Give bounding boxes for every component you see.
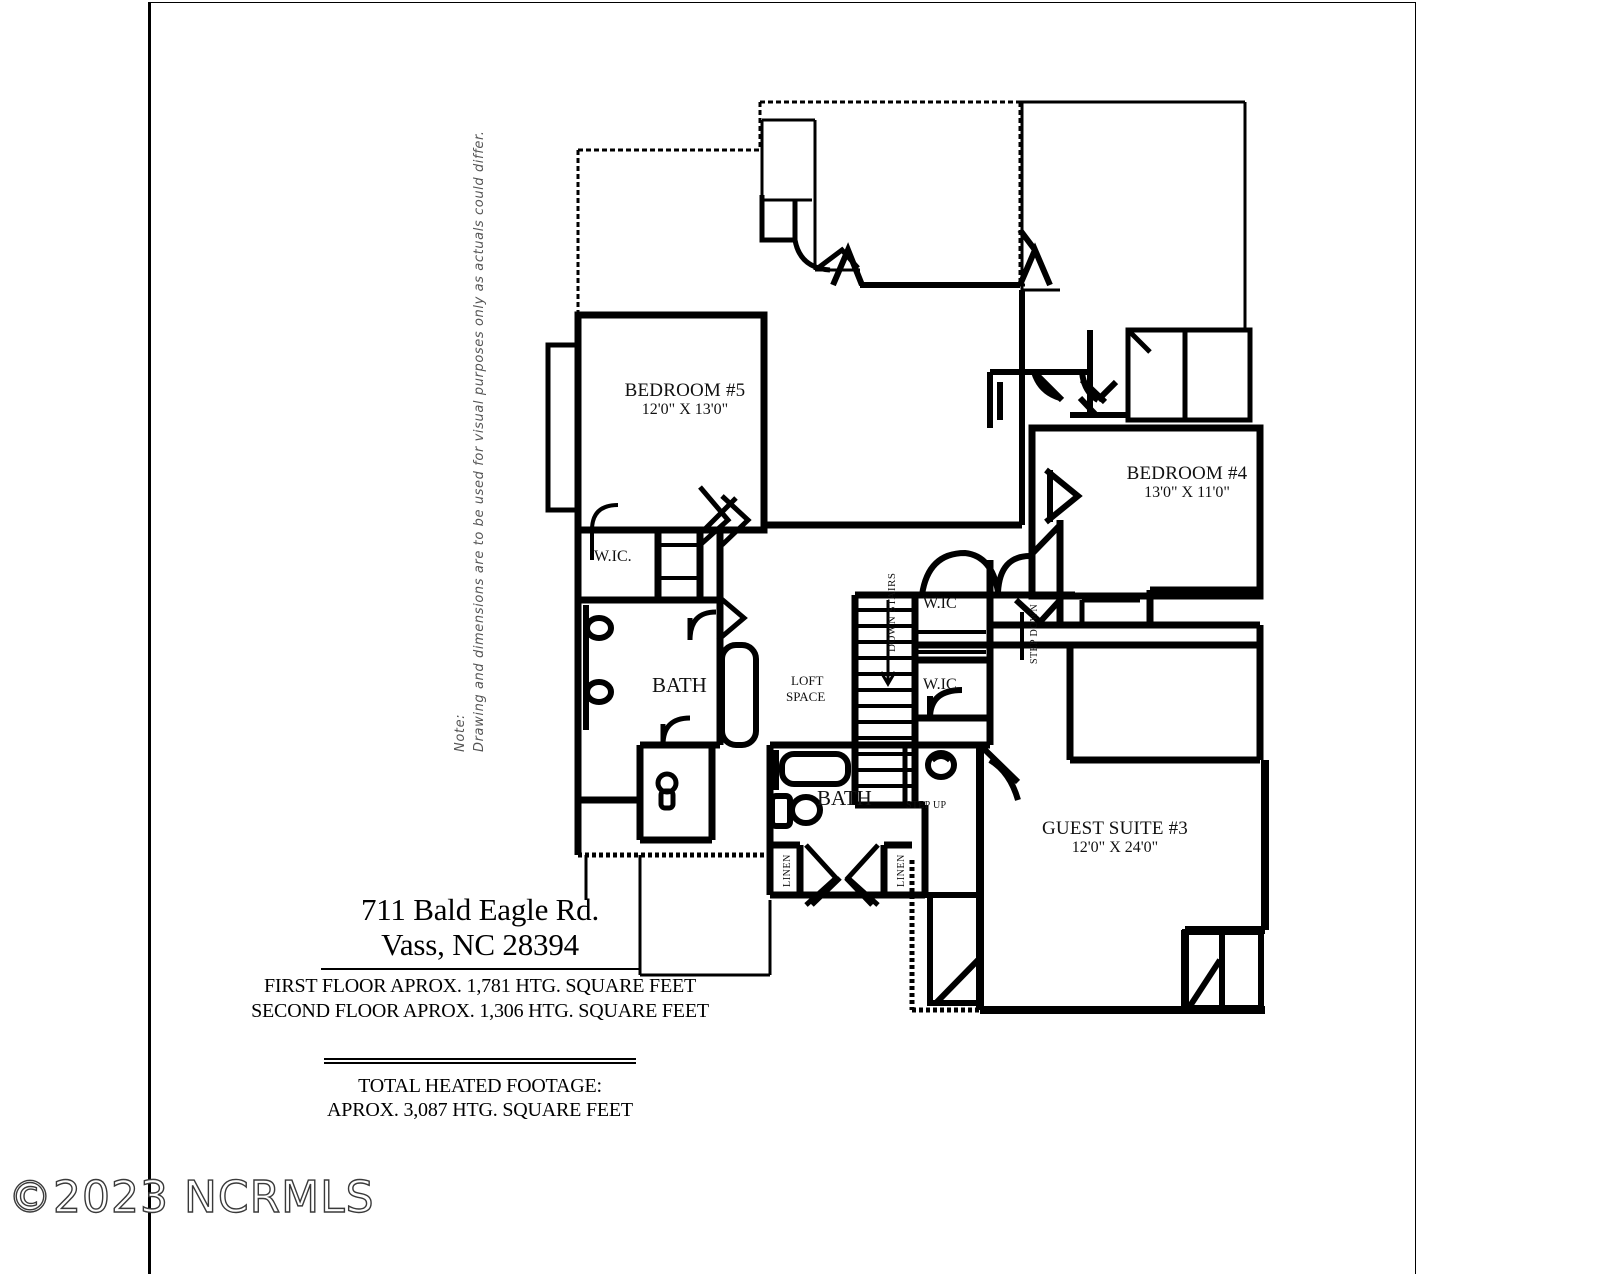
bath-left-vanity	[583, 605, 614, 730]
disclaimer-note: Note: Drawing and dimensions are to be u…	[452, 131, 490, 752]
note-label: Note:	[453, 713, 468, 752]
label-linen-right: LINEN	[896, 854, 907, 887]
bedroom4-door-swing	[1044, 467, 1083, 525]
wic-bedroom5-shelving	[660, 543, 698, 580]
label-down-stairs: DOWN STAIRS	[886, 572, 898, 652]
bedroom-4-name: BEDROOM #4	[1126, 463, 1248, 484]
toilet-fixture-left	[655, 771, 679, 811]
guest-suite-3-dimensions: 12'0" X 24'0"	[1071, 839, 1159, 857]
label-wic-lower: W.IC	[923, 676, 957, 693]
label-bath-left: BATH	[652, 673, 707, 697]
stair-direction-arrow	[879, 600, 897, 687]
bedroom4-walls	[1028, 424, 1264, 600]
total-footage-block: TOTAL HEATED FOOTAGE: APROX. 3,087 HTG. …	[200, 1058, 760, 1123]
label-step-up: STEP UP	[906, 800, 947, 811]
room-label-guest-suite-3: GUEST SUITE #3 12'0" X 24'0"	[1000, 818, 1230, 857]
title-divider	[321, 968, 639, 971]
bath-left-tub	[719, 642, 759, 748]
bath-center-double-doors	[804, 843, 880, 907]
total-footage-value: APROX. 3,087 HTG. SQUARE FEET	[327, 1099, 633, 1122]
wic-right-shelving	[918, 630, 986, 654]
bath-left-door-swings	[660, 594, 748, 746]
lower-left-outline	[638, 860, 772, 977]
bedroom5-door-swing	[590, 503, 619, 560]
bedroom-5-dimensions: 12'0" X 13'0"	[641, 401, 729, 419]
bedroom-5-name: BEDROOM #5	[624, 380, 746, 401]
attic-walls	[760, 100, 1247, 330]
label-bath-center: BATH	[817, 786, 872, 810]
bedroom5-window-bay	[545, 342, 581, 513]
water-closet-walls	[640, 741, 716, 844]
note-text: Drawing and dimensions are to be used fo…	[471, 130, 487, 752]
room-label-bedroom-4: BEDROOM #4 13'0" X 11'0"	[1092, 463, 1282, 502]
bath-center-tub	[773, 750, 851, 790]
upper-right-closet	[1125, 327, 1253, 423]
label-loft-space-line1: LOFT	[791, 673, 824, 688]
label-wic-bedroom5: W.IC.	[594, 548, 632, 565]
title-block: 711 Bald Eagle Rd. Vass, NC 28394 FIRST …	[200, 892, 760, 1023]
guest-suite-exterior-shell	[909, 860, 980, 1013]
guest-suite-closet-left	[927, 892, 983, 1006]
total-footage-label: TOTAL HEATED FOOTAGE:	[358, 1075, 602, 1097]
misc-wall-stubs	[761, 290, 1025, 898]
upper-right-hall-walls	[987, 330, 1128, 428]
address-line-1: 711 Bald Eagle Rd.	[360, 892, 600, 927]
total-divider	[324, 1058, 636, 1064]
bedroom-4-dimensions: 13'0" X 11'0"	[1144, 484, 1230, 502]
bath-center-step-up	[902, 748, 918, 805]
guest-suite-closet-right	[1182, 929, 1264, 1011]
open-to-below-divider	[830, 228, 1053, 288]
wic-right-door-swings	[919, 549, 1001, 719]
label-loft-space-line2: SPACE	[786, 689, 826, 704]
label-step-down: STEP DOWN	[1029, 603, 1040, 664]
bath-center-right-fixture	[925, 750, 957, 780]
label-wic-upper: W.IC	[923, 595, 957, 612]
guest-suite-entry-door	[977, 742, 1021, 801]
right-corridor-walls	[1066, 586, 1264, 764]
bath-center-toilet	[769, 793, 823, 829]
ncrmls-watermark: ©2023 NCRMLS	[7, 1171, 375, 1223]
right-corridor-shelf	[1079, 597, 1140, 624]
guest-suite-3-name: GUEST SUITE #3	[1041, 818, 1188, 839]
wic-door-swings	[687, 485, 752, 641]
room-label-bedroom-5: BEDROOM #5 12'0" X 13'0"	[600, 380, 770, 419]
first-floor-footage: FIRST FLOOR APROX. 1,781 HTG. SQUARE FEE…	[263, 975, 697, 998]
label-linen-left: LINEN	[782, 854, 793, 887]
stair-treads	[855, 608, 915, 788]
address-line-2: Vass, NC 28394	[381, 926, 579, 962]
linen-closets	[770, 841, 912, 899]
upper-right-door-swings	[1031, 369, 1119, 418]
exterior-shell-left	[575, 315, 770, 858]
second-floor-footage: SECOND FLOOR APROX. 1,306 HTG. SQUARE FE…	[251, 999, 709, 1022]
